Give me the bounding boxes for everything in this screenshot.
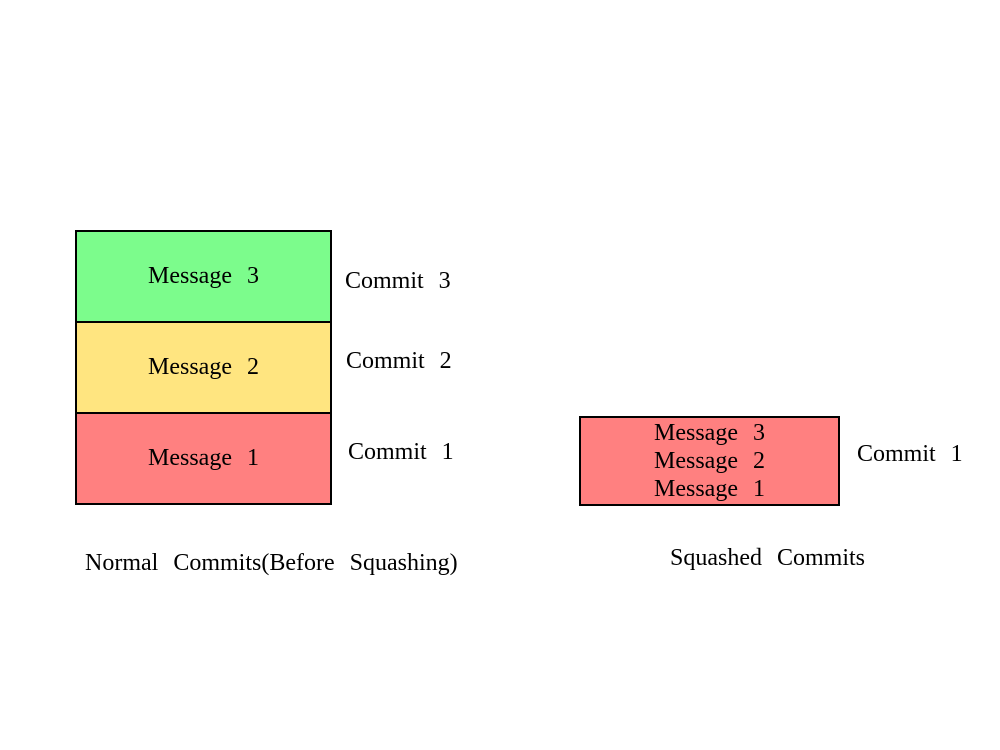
commit-box-3: Message 3 [75, 230, 332, 323]
commit-1-label: Commit 1 [348, 439, 454, 465]
squashed-commit-label: Commit 1 [857, 441, 963, 467]
commit-2-label: Commit 2 [346, 348, 452, 374]
commit-3-label: Commit 3 [345, 268, 451, 294]
commit-box-2-message: Message 2 [148, 354, 259, 380]
commit-box-1-message: Message 1 [148, 445, 259, 471]
before-squash-caption: Normal Commits(Before Squashing) [85, 550, 458, 576]
commit-stack-before: Message 3 Message 2 Message 1 [75, 230, 332, 505]
squashed-caption: Squashed Commits [670, 545, 866, 571]
squashed-message-1: Message 1 [654, 476, 765, 502]
squashed-message-2: Message 2 [654, 448, 765, 474]
squashed-commit-box: Message 3 Message 2 Message 1 [579, 416, 840, 506]
commit-box-3-message: Message 3 [148, 263, 259, 289]
commit-box-1: Message 1 [75, 412, 332, 505]
squashed-message-3: Message 3 [654, 420, 765, 446]
commit-box-2: Message 2 [75, 321, 332, 414]
